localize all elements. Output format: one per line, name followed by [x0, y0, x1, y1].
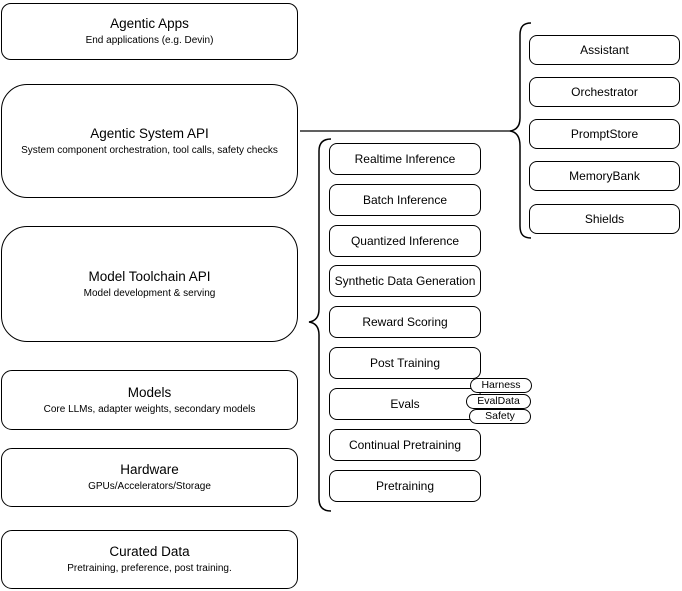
component-box-promptstore: PromptStore [529, 119, 680, 149]
service-box-quantized-inference: Quantized Inference [329, 225, 481, 257]
component-box-orchestrator: Orchestrator [529, 77, 680, 107]
service-box-batch-inference: Batch Inference [329, 184, 481, 216]
evals-tag-safety: Safety [469, 409, 531, 424]
layer-subtitle: Model development & serving [83, 287, 216, 299]
layer-box-agentic-system-api: Agentic System API System component orch… [1, 84, 298, 198]
layer-title: Curated Data [109, 544, 190, 559]
brace-toolchain-services [308, 138, 332, 512]
service-box-evals: Evals [329, 388, 481, 420]
layer-box-curated-data: Curated Data Pretraining, preference, po… [1, 530, 298, 589]
brace-system-components [509, 22, 532, 239]
service-box-pretraining: Pretraining [329, 470, 481, 502]
layer-subtitle: Core LLMs, adapter weights, secondary mo… [43, 403, 256, 415]
layer-subtitle: System component orchestration, tool cal… [21, 144, 278, 156]
component-box-assistant: Assistant [529, 35, 680, 65]
service-box-continual-pretraining: Continual Pretraining [329, 429, 481, 461]
layer-subtitle: Pretraining, preference, post training. [67, 563, 232, 574]
service-box-synthetic-data-generation: Synthetic Data Generation [329, 265, 481, 297]
layer-title: Hardware [120, 462, 179, 477]
layer-title: Model Toolchain API [88, 268, 211, 284]
component-box-memorybank: MemoryBank [529, 161, 680, 191]
layer-box-models: Models Core LLMs, adapter weights, secon… [1, 370, 298, 430]
layer-title: Agentic System API [90, 125, 209, 141]
service-box-reward-scoring: Reward Scoring [329, 306, 481, 338]
component-box-shields: Shields [529, 204, 680, 234]
layer-box-agentic-apps: Agentic Apps End applications (e.g. Devi… [1, 3, 298, 60]
layer-title: Agentic Apps [110, 16, 189, 31]
evals-tag-evaldata: EvalData [466, 394, 531, 409]
layer-box-model-toolchain-api: Model Toolchain API Model development & … [1, 226, 298, 342]
service-box-post-training: Post Training [329, 347, 481, 379]
service-box-realtime-inference: Realtime Inference [329, 143, 481, 175]
layer-box-hardware: Hardware GPUs/Accelerators/Storage [1, 448, 298, 507]
layer-subtitle: GPUs/Accelerators/Storage [88, 481, 211, 492]
evals-tag-harness: Harness [470, 378, 532, 393]
layer-subtitle: End applications (e.g. Devin) [85, 35, 214, 46]
layer-title: Models [127, 384, 172, 400]
